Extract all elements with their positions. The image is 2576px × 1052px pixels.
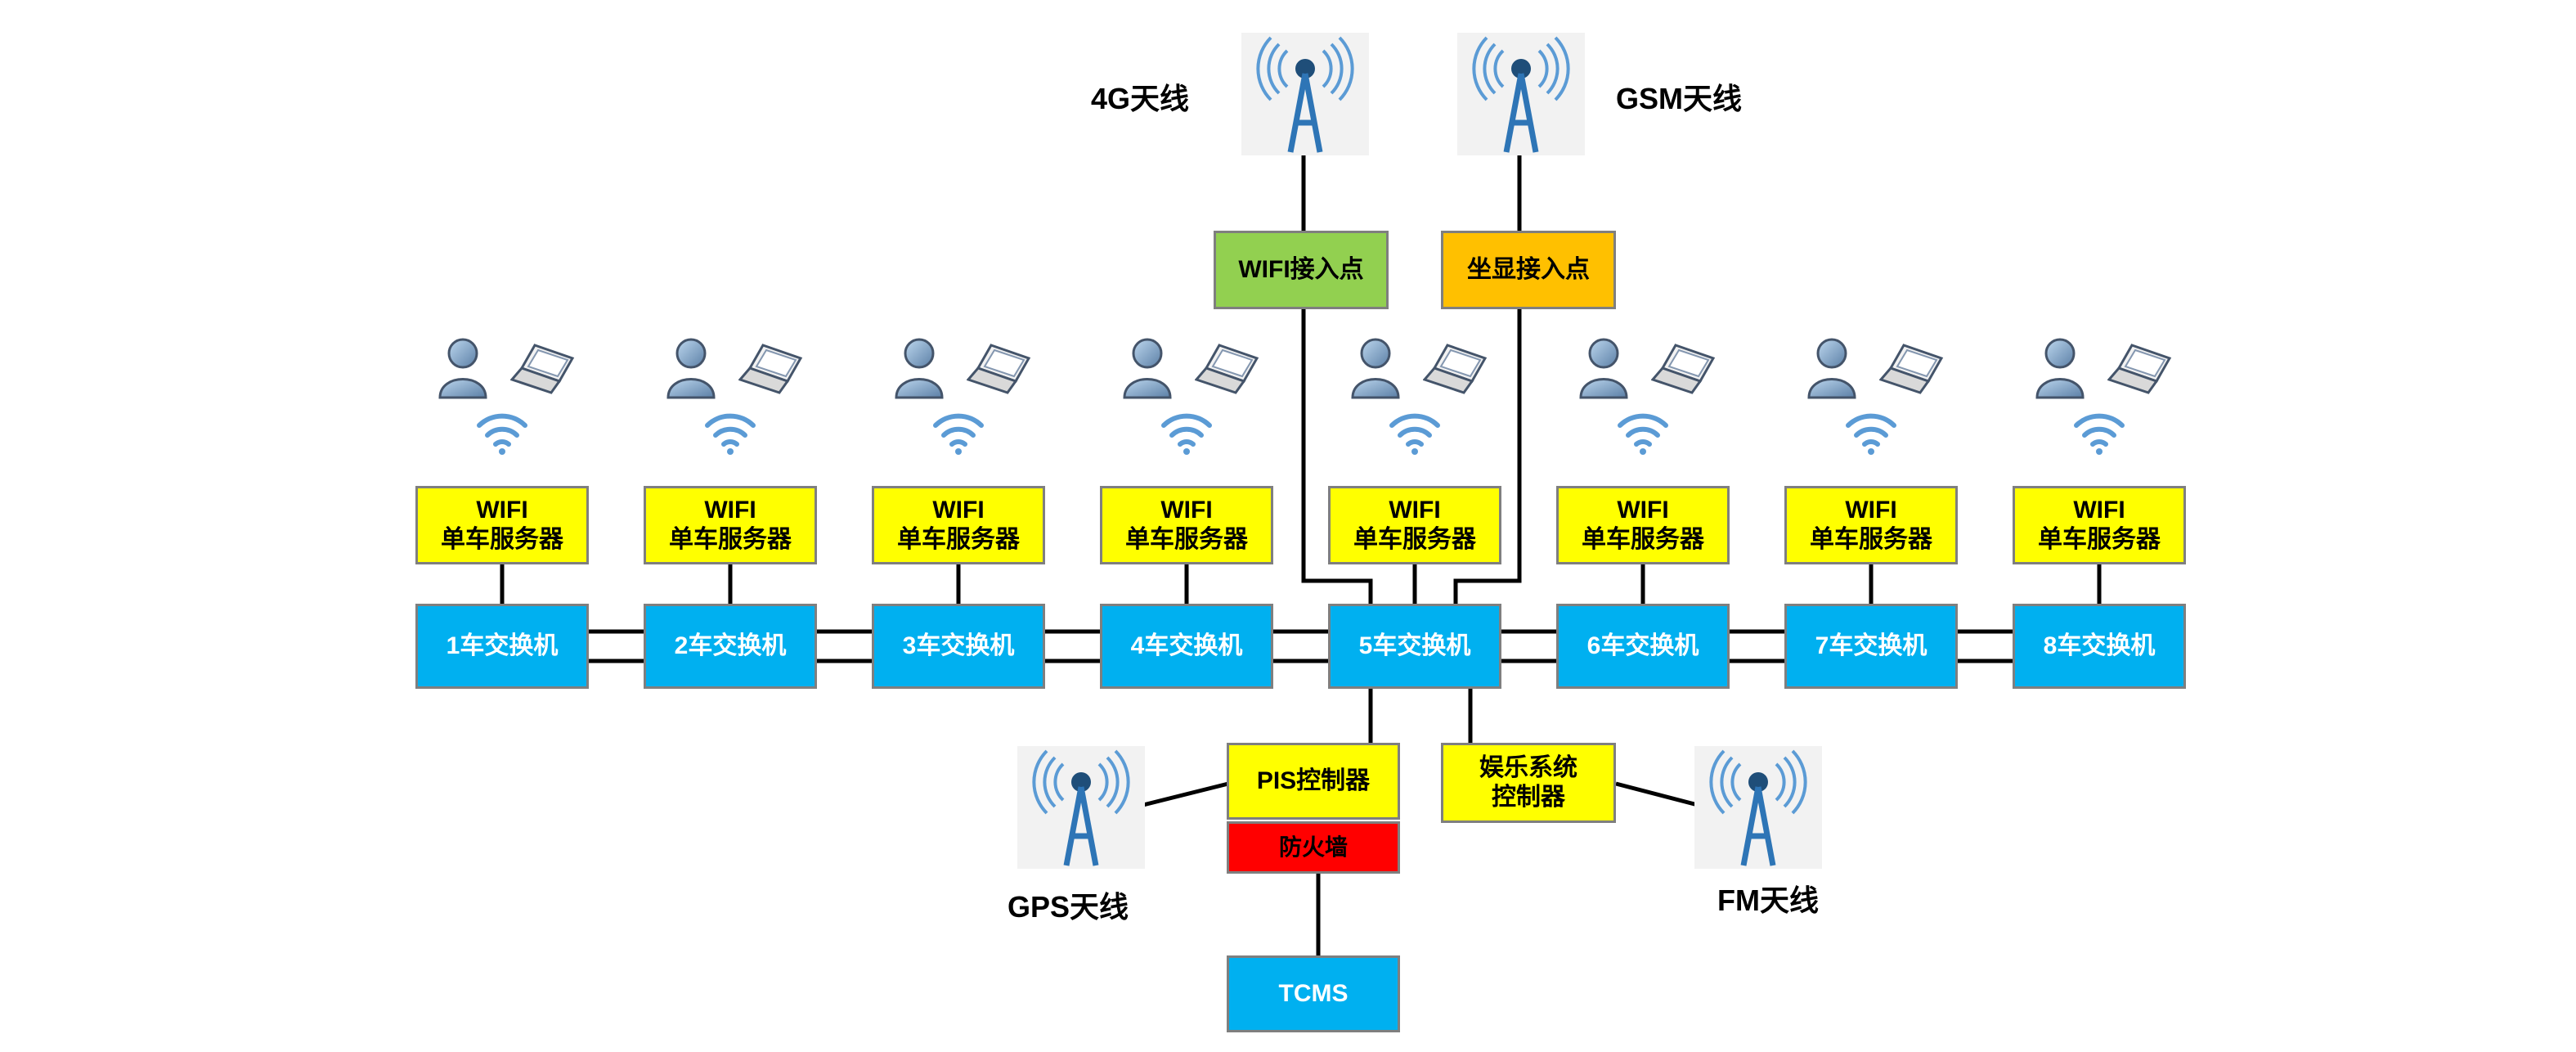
server-line2: 单车服务器 (897, 526, 1020, 553)
tcms-label: TCMS (1278, 980, 1349, 1007)
car-switch-label: 6车交换机 (1586, 632, 1699, 659)
server-line1: WIFI (1160, 497, 1213, 524)
antenna-gsm-bg (1457, 33, 1585, 155)
firewall-label: 防火墙 (1278, 834, 1348, 861)
car-switch: 2车交换机 (644, 604, 817, 689)
car-switch-label: 7车交换机 (1815, 632, 1928, 659)
pis-controller-label: PIS控制器 (1256, 767, 1371, 794)
line-wifi-ap-to-switch5 (1301, 308, 1373, 605)
server-line1: WIFI (1845, 497, 1897, 524)
user-icon (666, 338, 716, 399)
car-switch: 1车交换机 (415, 604, 589, 689)
server-line2: 单车服务器 (1353, 526, 1476, 553)
wifi-signal-icon (1846, 413, 1896, 455)
wifi-access-point-label: WIFI接入点 (1238, 256, 1364, 283)
server-line1: WIFI (476, 497, 528, 524)
tcms-box: TCMS (1227, 955, 1400, 1032)
user-icon (1807, 338, 1856, 399)
wifi-signal-icon (1161, 413, 1212, 455)
wifi-access-point: WIFI接入点 (1214, 231, 1389, 309)
line-ent-to-fm (1615, 781, 1699, 807)
car-switch: 4车交换机 (1100, 604, 1273, 689)
wifi-car-server: WIFI 单车服务器 (1328, 486, 1501, 564)
label-fm-antenna: FM天线 (1717, 883, 1819, 917)
antenna-gps-bg (1017, 746, 1145, 869)
antenna-4g-bg (1241, 33, 1369, 155)
antenna-icon (1709, 749, 1807, 866)
antenna-fm-bg (1694, 746, 1822, 869)
seat-display-access-point: 坐显接入点 (1441, 231, 1616, 309)
laptop-icon (510, 344, 575, 394)
server-line2: 单车服务器 (1810, 526, 1932, 553)
car-switch-label: 3车交换机 (902, 632, 1015, 659)
label-4g-antenna: 4G天线 (1091, 82, 1190, 115)
server-line2: 单车服务器 (1582, 526, 1704, 553)
car-switch: 8车交换机 (2013, 604, 2186, 689)
antenna-icon (1256, 36, 1354, 153)
server-line1: WIFI (2073, 497, 2125, 524)
car-switch-label: 5车交换机 (1358, 632, 1471, 659)
server-line1: WIFI (932, 497, 985, 524)
entertainment-controller-line1: 娱乐系统 (1479, 754, 1577, 781)
label-gps-antenna: GPS天线 (1008, 890, 1129, 924)
line-seat-ap-to-switch5 (1453, 308, 1522, 605)
user-icon (895, 338, 944, 399)
wifi-car-server: WIFI 单车服务器 (644, 486, 817, 564)
seat-display-access-point-label: 坐显接入点 (1467, 256, 1590, 283)
wifi-car-server: WIFI 单车服务器 (1784, 486, 1958, 564)
user-icon (438, 338, 487, 399)
laptop-icon (1423, 344, 1488, 394)
wifi-signal-icon (2074, 413, 2125, 455)
wifi-signal-icon (1618, 413, 1668, 455)
user-icon (1123, 338, 1172, 399)
server-line2: 单车服务器 (441, 526, 563, 553)
server-line2: 单车服务器 (2038, 526, 2161, 553)
antenna-icon (1032, 749, 1130, 866)
wifi-car-server: WIFI 单车服务器 (1556, 486, 1730, 564)
laptop-icon (1195, 344, 1259, 394)
entertainment-controller-line2: 控制器 (1492, 784, 1565, 811)
car-switch: 7车交换机 (1784, 604, 1958, 689)
user-icon (1351, 338, 1400, 399)
car-switch: 6车交换机 (1556, 604, 1730, 689)
server-line1: WIFI (704, 497, 756, 524)
wifi-car-server: WIFI 单车服务器 (415, 486, 589, 564)
user-icon (2035, 338, 2085, 399)
wifi-car-server: WIFI 单车服务器 (2013, 486, 2186, 564)
entertainment-controller: 娱乐系统 控制器 (1441, 743, 1616, 823)
firewall: 防火墙 (1227, 821, 1400, 874)
laptop-icon (2107, 344, 2172, 394)
wifi-car-server: WIFI 单车服务器 (872, 486, 1045, 564)
line-gps-to-pis (1142, 781, 1229, 807)
wifi-signal-icon (477, 413, 527, 455)
car-switch-label: 4车交换机 (1130, 632, 1243, 659)
laptop-icon (1879, 344, 1944, 394)
server-line2: 单车服务器 (1125, 526, 1248, 553)
server-line1: WIFI (1389, 497, 1441, 524)
wifi-signal-icon (1389, 413, 1440, 455)
pis-controller: PIS控制器 (1227, 743, 1400, 820)
laptop-icon (1651, 344, 1716, 394)
car-switch: 3车交换机 (872, 604, 1045, 689)
wifi-signal-icon (933, 413, 984, 455)
car-switch-label: 2车交换机 (674, 632, 787, 659)
server-line1: WIFI (1617, 497, 1669, 524)
user-icon (1579, 338, 1628, 399)
car-switch: 5车交换机 (1328, 604, 1501, 689)
laptop-icon (738, 344, 803, 394)
wifi-signal-icon (705, 413, 756, 455)
laptop-icon (967, 344, 1031, 394)
label-gsm-antenna: GSM天线 (1616, 82, 1743, 115)
car-switch-label: 1车交换机 (446, 632, 559, 659)
car-switch-label: 8车交换机 (2043, 632, 2156, 659)
wifi-car-server: WIFI 单车服务器 (1100, 486, 1273, 564)
antenna-icon (1472, 36, 1570, 153)
server-line2: 单车服务器 (669, 526, 792, 553)
